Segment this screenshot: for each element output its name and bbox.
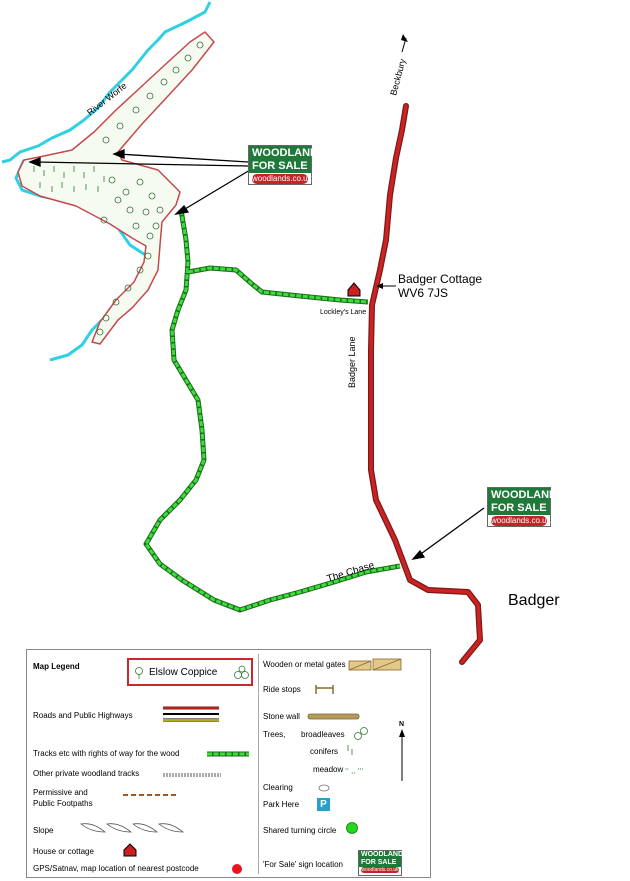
sign-line-2: FOR SALE: [249, 160, 311, 173]
legend-clearing: Clearing: [263, 783, 293, 792]
for-sale-sign-top: WOODLANDS FOR SALE woodlands.co.uk: [248, 145, 325, 185]
legend-for-sale-sign-icon: WOODLANDS FOR SALE woodlands.co.uk: [358, 850, 408, 876]
gps-location-icon: [232, 864, 242, 874]
slope-icon: [80, 823, 185, 833]
clearing-icon: [318, 784, 330, 792]
legend-public-footpaths: Public Footpaths: [33, 799, 93, 808]
legend-conifers: conifers: [310, 747, 339, 756]
sign-url: woodlands.co.uk: [361, 867, 399, 873]
label-beckbury: Beckbury: [388, 57, 407, 96]
woodland-boundary: [17, 31, 215, 345]
beckbury-arrowhead: [401, 34, 408, 42]
legend-tracks-rights: Tracks etc with rights of way for the wo…: [33, 749, 180, 758]
sign-line-1: WOODLANDS: [249, 146, 325, 160]
sign-arrow-bottom: [411, 507, 485, 560]
legend-for-sale-sign: 'For Sale' sign location: [263, 860, 343, 869]
legend-wood-name: Elslow Coppice: [149, 667, 218, 678]
legend-meadow: meadow: [313, 765, 344, 774]
legend-wood-name-box: Elslow Coppice: [127, 658, 253, 686]
legend-trees: Trees,: [263, 730, 286, 739]
parking-icon: P: [317, 798, 330, 811]
ride-stop-icon: [315, 685, 334, 694]
legend-slope: Slope: [33, 826, 54, 835]
legend-roads-symbol: [163, 706, 219, 722]
legend-ride-stops: Ride stops: [263, 685, 301, 694]
sign-url: woodlands.co.uk: [491, 516, 551, 526]
legend-private-tracks: Other private woodland tracks: [33, 769, 140, 778]
cottage-arrowhead: [376, 283, 383, 289]
sign-line-1: WOODLANDS: [488, 488, 564, 502]
label-badger-lane: Badger Lane: [347, 336, 357, 388]
label-badger-cottage: Badger Cottage: [398, 272, 482, 286]
legend-private-tracks-symbol: [163, 773, 221, 777]
gate-icon: [348, 658, 402, 671]
tree-icon: [135, 667, 143, 679]
broadleaf-tree-icon: [354, 727, 368, 740]
legend-turning-circle: Shared turning circle: [263, 826, 337, 835]
legend-permissive: Permissive and: [33, 788, 88, 797]
river-worfe: [1, 1, 212, 164]
meadow-icon: '' ,, ''': [345, 767, 364, 775]
sign-line-1: WOODLANDS: [359, 851, 408, 859]
legend-gates: Wooden or metal gates: [263, 660, 346, 669]
label-postcode: WV6 7JS: [398, 286, 448, 300]
legend-title: Map Legend: [33, 662, 80, 671]
sign-line-2: FOR SALE: [359, 859, 401, 867]
north-label: N: [399, 721, 405, 728]
legend-footpath-symbol: [123, 794, 179, 796]
svg-text:'' ,, ''': '' ,, ''': [345, 767, 364, 775]
legend-divider: [258, 654, 259, 874]
north-arrow-icon: [399, 729, 405, 781]
label-lockleys-lane: Lockley's Lane: [320, 309, 366, 316]
legend-roads: Roads and Public Highways: [33, 711, 133, 720]
tree-icon: [234, 665, 249, 679]
woodland-conifers: [33, 166, 105, 192]
sign-arrows-top: [28, 149, 251, 215]
map-legend: Map Legend Elslow Coppice Roads and Publ…: [26, 649, 431, 878]
legend-broadleaves: broadleaves: [301, 730, 345, 739]
conifer-tree-icon: [347, 745, 353, 755]
house-icon: [123, 843, 137, 857]
sign-line-2: FOR SALE: [488, 502, 550, 515]
legend-house: House or cottage: [33, 847, 94, 856]
house-icon: [347, 282, 361, 297]
label-badger-village: Badger: [508, 592, 560, 609]
for-sale-sign-bottom: WOODLANDS FOR SALE woodlands.co.uk: [487, 487, 564, 527]
stone-wall-icon: [307, 713, 360, 720]
badger-lane-road: [368, 103, 483, 665]
legend-stone-wall: Stone wall: [263, 712, 300, 721]
legend-gps: GPS/Satnav, map location of nearest post…: [33, 864, 199, 873]
rights-of-way-tracks: [143, 209, 401, 613]
legend-park-here: Park Here: [263, 800, 300, 809]
label-the-chase: The Chase: [326, 560, 376, 585]
legend-tracks-symbol: [207, 751, 249, 757]
badger-lane-road-fill: [369, 104, 482, 664]
woodland-trees: [96, 41, 204, 336]
turning-circle-icon: [346, 822, 358, 834]
sign-url: woodlands.co.uk: [252, 174, 312, 184]
